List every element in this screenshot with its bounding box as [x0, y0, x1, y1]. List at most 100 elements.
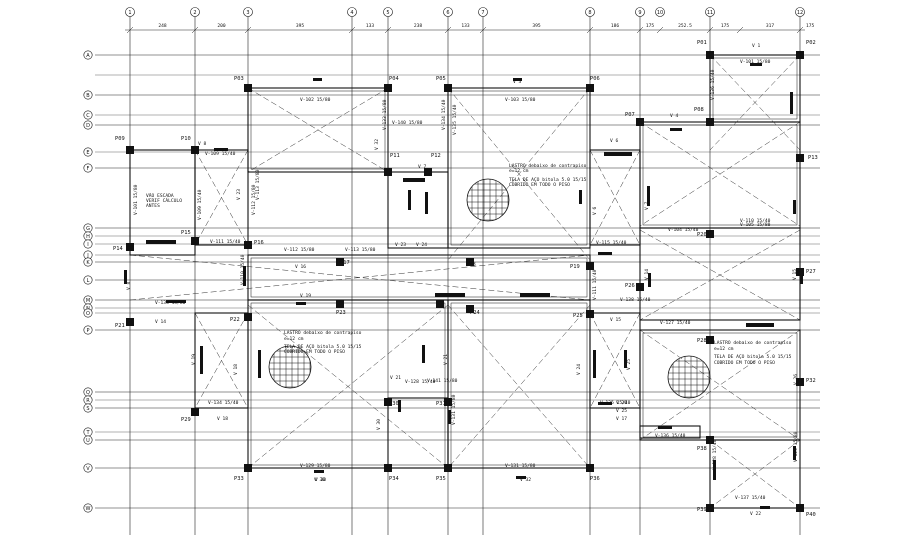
dimension-label: 395 — [296, 23, 305, 29]
beam-label: V-134 15/40 — [441, 99, 447, 130]
column-bubble-label: 9 — [638, 10, 641, 16]
column-bubble — [190, 7, 200, 17]
beam-label: V-112 15/80 — [251, 184, 257, 215]
pillar-label: P08 — [694, 107, 704, 113]
beam-label: V-127 15/40 — [660, 320, 691, 326]
row-bubble-label: Q — [86, 390, 90, 396]
stair-note: VERIF CÁLCULO — [146, 197, 182, 204]
beam-label: V 30 — [376, 419, 382, 430]
beam-label: V 32 — [374, 139, 380, 150]
pillar-label: P18 — [466, 262, 476, 268]
beam-label: V 8 — [198, 141, 207, 147]
beam-label: V-109 15/40 — [205, 151, 236, 157]
row-bubble-label: L — [87, 278, 90, 284]
dimension-chain — [125, 26, 805, 34]
slab-note: COBRIDO EM TODO O PISO — [509, 182, 570, 188]
column-bubble-label: 7 — [481, 10, 484, 16]
row-bubble-label: B — [86, 93, 90, 99]
stair-note: ANTES — [146, 203, 160, 209]
row-bubble — [83, 257, 93, 267]
slab-note: COBRIDO EM TODO O PISO — [714, 360, 775, 366]
beam-label: V-136 15/40 — [655, 433, 686, 439]
column-bubble — [347, 7, 357, 17]
beam-label: V-110 15/40 — [240, 254, 246, 285]
pillar-label: P33 — [234, 476, 244, 482]
pillar-label: P19 — [570, 264, 580, 270]
row-bubble — [83, 463, 93, 473]
beam-label: V 7 — [418, 164, 427, 170]
row-bubble-label: V — [86, 466, 90, 472]
row-bubble-label: F — [87, 166, 90, 172]
column-bubble-label: 3 — [246, 10, 249, 16]
column-bubble-label: 8 — [588, 10, 591, 16]
dimension-label: 175 — [646, 23, 655, 29]
pillar-label: P27 — [806, 269, 816, 275]
beam-inner-lines — [250, 57, 798, 466]
beam-label: V-109 15/40 — [197, 189, 203, 220]
beam-label: V-128 15/40 — [405, 379, 436, 385]
row-bubble-label: E — [86, 150, 89, 156]
dimension-label: 133 — [461, 23, 470, 29]
beam-label: V-112 15/80 — [284, 247, 315, 253]
pillar-label: P03 — [234, 76, 244, 82]
grid-bubbles: 123456789101112ABCDEFGHIJKLMNOPQRSTUVW — [83, 7, 805, 513]
pillar-label: P24 — [470, 310, 480, 316]
pillar-label: P04 — [389, 76, 399, 82]
beam-label: V 6 — [592, 206, 598, 215]
beam-label: V 19 — [191, 354, 197, 365]
row-bubble — [83, 325, 93, 335]
row-bubble-label: T — [85, 430, 90, 436]
beam-label: V-129 15/80 — [300, 463, 331, 469]
slab-diagonals — [129, 54, 801, 509]
slab-note: e=12 cm — [284, 336, 304, 342]
column-bubble-label: 11 — [707, 10, 713, 16]
pillar-label: P11 — [390, 153, 400, 159]
beam-label: V-129 15/80 — [793, 431, 799, 462]
dimension-label: 200 — [217, 23, 226, 29]
pillar-label: P40 — [806, 512, 816, 518]
slab-note: e=12 cm — [509, 168, 529, 174]
pillar-label: P02 — [806, 40, 816, 46]
slab-note: e=12 cm — [714, 346, 734, 352]
row-bubble — [83, 147, 93, 157]
pillar-label: P15 — [181, 230, 191, 236]
pillar-label: P26 — [625, 283, 635, 289]
slab-note: LASTRO debaixo de contrapiso — [284, 330, 362, 336]
dimension-label: 238 — [414, 23, 423, 29]
beam-label: V-105 15/80 — [740, 222, 771, 228]
row-bubble-label: I — [87, 242, 88, 248]
beam-label: V-111 15/40 — [592, 269, 598, 300]
beam-label: V-103 15/80 — [505, 97, 536, 103]
row-bubble — [83, 275, 93, 285]
dimension-label: 252.5 — [678, 23, 692, 29]
column-bubble-label: 4 — [350, 10, 353, 16]
row-bubble-label: K — [86, 260, 90, 266]
beam-label: V 23 — [395, 242, 406, 248]
beam-label: V-137 15/40 — [735, 495, 766, 501]
slab-note: LASTRO debaixo de contrapiso — [509, 163, 587, 169]
pillar-label: P22 — [230, 317, 240, 323]
beam-label: V-140 15/80 — [392, 120, 423, 126]
beam-label: V 18 — [233, 364, 239, 375]
slab-note: TELA DE AÇO bitola 5.0 15/15 — [509, 177, 587, 183]
row-bubble-label: G — [86, 226, 90, 232]
rebar-marks — [124, 63, 803, 509]
beam-label: V-135 15/40 — [452, 104, 458, 135]
pillar-label: P34 — [389, 476, 399, 482]
pillar-label: P30 — [389, 401, 399, 407]
row-bubble — [83, 239, 93, 249]
pillar-label: P35 — [436, 476, 446, 482]
column-bubble — [655, 7, 665, 17]
pillar-label: P07 — [625, 112, 635, 118]
slab-note: TELA DE AÇO bitola 5.0 15/15 — [714, 354, 792, 360]
dimension-label: 317 — [766, 23, 775, 29]
beam-label: V 1 — [752, 43, 761, 49]
pillar-label: P32 — [806, 378, 816, 384]
dimension-label: 133 — [366, 23, 375, 29]
row-bubble-label: D — [86, 123, 90, 129]
beam-label: V 25 — [626, 359, 632, 370]
pillars — [126, 51, 804, 512]
pillar-label: P39 — [697, 507, 707, 513]
row-bubble-label: C — [86, 113, 90, 119]
